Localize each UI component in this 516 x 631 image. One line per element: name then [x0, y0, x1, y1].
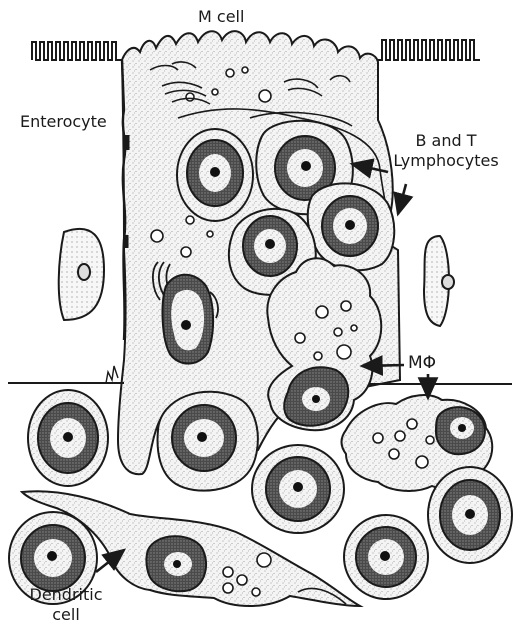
- arrow-lymphocyte-2: [398, 184, 406, 214]
- lp-lymphocyte-right: [428, 467, 512, 563]
- left-enterocyte-nucleolus: [78, 264, 90, 280]
- label-enterocyte: Enterocyte: [20, 113, 107, 131]
- basement-jag: [106, 366, 118, 383]
- lp-lymphocyte-left: [28, 390, 108, 486]
- lymphocyte-1: [177, 129, 253, 221]
- label-dendritic-line2: cell: [18, 606, 114, 624]
- label-dendritic-line1: Dendritic: [18, 586, 114, 604]
- arrow-macrophage-central: [362, 365, 404, 366]
- lp-lymphocyte-center: [158, 392, 258, 491]
- right-enterocyte-nucleolus: [442, 275, 454, 289]
- m-cell-nucleus-inner: [171, 290, 204, 350]
- macrophage-right-nucleus: [436, 407, 485, 454]
- label-lymphocytes-line1: B and T: [390, 132, 502, 150]
- right-brush-border: [378, 40, 480, 60]
- m-cell-nucleolus: [181, 320, 191, 330]
- label-m-cell: M cell: [198, 8, 244, 26]
- label-lymphocytes-line2: Lymphocytes: [384, 152, 508, 170]
- label-macrophage: MΦ: [408, 354, 436, 372]
- left-brush-border: [32, 42, 122, 60]
- lp-lymphocyte-bottom-right: [344, 515, 428, 599]
- dendritic-cell-nucleus: [147, 536, 207, 591]
- lp-lymphocyte-lower: [252, 445, 344, 533]
